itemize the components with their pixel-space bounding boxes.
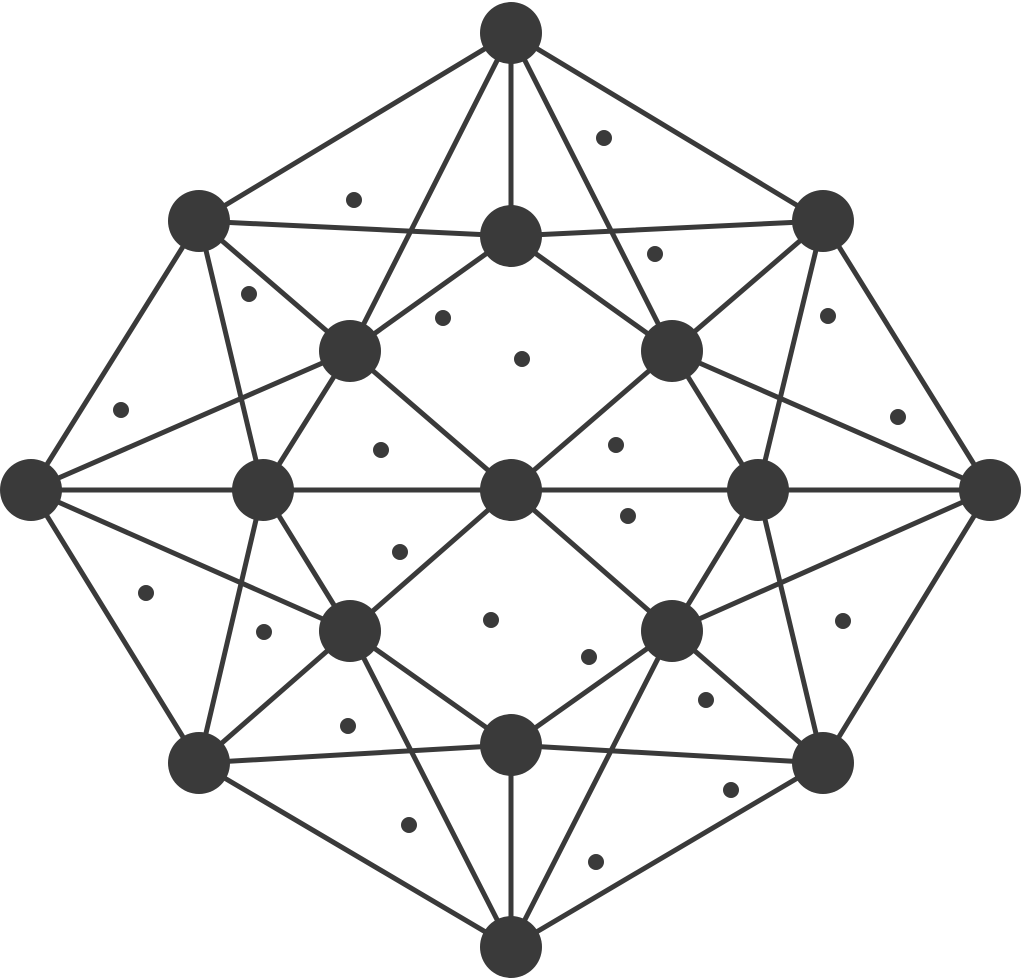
speckles-group	[113, 130, 906, 870]
edge-center-to-inner-upper-left	[347, 348, 514, 493]
speckle-dot	[483, 612, 499, 628]
edge-center-to-inner-lower-right	[508, 487, 675, 634]
speckle-dot	[698, 692, 714, 708]
node-top	[480, 2, 542, 64]
edge-upper-left-to-inner-top	[196, 218, 514, 239]
edge-upper-right-to-inner-right	[755, 218, 826, 493]
edge-inner-top-to-inner-upper-left	[347, 233, 514, 354]
edge-top-to-inner-upper-left	[347, 30, 514, 354]
node-upper-left	[168, 190, 230, 252]
edge-bottom-to-inner-lower-left	[347, 628, 514, 950]
node-inner-left	[232, 459, 294, 521]
speckle-dot	[514, 351, 530, 367]
edge-lower-left-to-bottom	[196, 760, 514, 950]
edge-right-to-inner-upper-right	[669, 348, 993, 493]
speckle-dot	[401, 817, 417, 833]
edge-upper-right-to-inner-upper-right	[669, 218, 826, 354]
speckle-dot	[138, 585, 154, 601]
speckle-dot	[835, 613, 851, 629]
speckle-dot	[647, 246, 663, 262]
node-inner-right	[727, 459, 789, 521]
speckle-dot	[256, 624, 272, 640]
edge-inner-top-to-inner-upper-right	[508, 233, 675, 354]
edge-right-to-inner-lower-right	[669, 487, 993, 634]
edge-inner-bottom-to-inner-lower-left	[347, 628, 514, 748]
speckle-dot	[581, 649, 597, 665]
node-inner-lower-right	[641, 600, 703, 662]
node-inner-top	[480, 205, 542, 267]
speckle-dot	[820, 308, 836, 324]
node-inner-upper-left	[319, 320, 381, 382]
edge-inner-bottom-to-inner-lower-right	[508, 628, 675, 748]
edge-right-to-lower-right	[820, 487, 993, 766]
node-bottom	[480, 916, 542, 978]
edge-center-to-inner-lower-left	[347, 487, 514, 634]
node-right	[959, 459, 1021, 521]
edge-top-to-inner-upper-right	[508, 30, 675, 354]
node-lower-left	[168, 732, 230, 794]
speckle-dot	[596, 130, 612, 146]
edge-top-to-upper-right	[508, 30, 826, 224]
node-inner-bottom	[480, 714, 542, 776]
speckle-dot	[723, 782, 739, 798]
edge-lower-right-to-bottom	[508, 760, 826, 950]
speckle-dot	[113, 402, 129, 418]
edge-lower-right-to-inner-bottom	[508, 742, 826, 766]
edges-group	[28, 30, 993, 950]
node-center	[480, 459, 542, 521]
edge-left-to-lower-left	[28, 487, 202, 766]
edge-lower-right-to-inner-right	[755, 487, 826, 766]
edge-lower-left-to-inner-bottom	[196, 742, 514, 766]
edge-upper-left-to-inner-upper-left	[196, 218, 353, 354]
edge-lower-left-to-inner-left	[196, 487, 266, 766]
node-left	[0, 459, 62, 521]
edge-upper-left-to-left	[28, 218, 202, 493]
node-inner-lower-left	[319, 600, 381, 662]
edge-lower-left-to-inner-lower-left	[196, 628, 353, 766]
edge-bottom-to-inner-lower-right	[508, 628, 675, 950]
speckle-dot	[373, 442, 389, 458]
edge-center-to-inner-upper-right	[508, 348, 675, 493]
edge-top-to-upper-left	[196, 30, 514, 224]
edge-upper-right-to-inner-top	[508, 218, 826, 239]
edge-upper-left-to-inner-left	[196, 218, 266, 493]
edge-left-to-inner-upper-left	[28, 348, 353, 493]
speckle-dot	[620, 508, 636, 524]
edge-left-to-inner-lower-left	[28, 487, 353, 634]
node-inner-upper-right	[641, 320, 703, 382]
speckle-dot	[890, 409, 906, 425]
node-upper-right	[792, 190, 854, 252]
speckle-dot	[241, 286, 257, 302]
speckle-dot	[608, 437, 624, 453]
edge-lower-right-to-inner-lower-right	[669, 628, 826, 766]
speckle-dot	[435, 310, 451, 326]
speckle-dot	[392, 544, 408, 560]
speckle-dot	[588, 854, 604, 870]
speckle-dot	[340, 718, 356, 734]
speckle-dot	[346, 192, 362, 208]
edge-upper-right-to-right	[820, 218, 993, 493]
node-lower-right	[792, 732, 854, 794]
